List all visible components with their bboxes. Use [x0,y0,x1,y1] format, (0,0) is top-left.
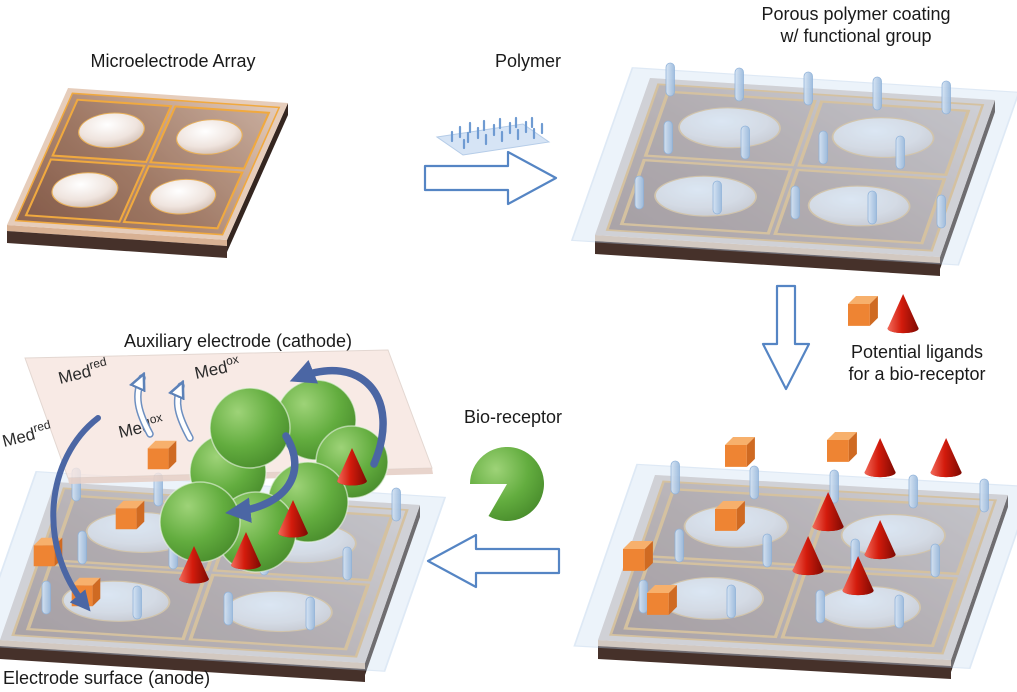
porous-coating-panel: Porous polymer coating w/ functional gro… [571,4,1017,276]
process-arrow-right [423,150,558,206]
porous-coating-label-line1: Porous polymer coating [761,4,950,24]
mediator-flux-arrow [225,432,299,523]
bio-receptor-icon [469,446,544,521]
microelectrode-array-board [5,86,290,242]
biosensor-assembly-panel: Auxiliary electrode (cathode) Medred Med… [0,331,446,688]
mediator-red-label: Medred [0,417,54,451]
board-edge [598,646,951,679]
board-edge [0,646,365,682]
board-edge [595,241,940,276]
ligand-cube-icon [848,296,878,326]
ligand-cube [115,500,145,530]
ligand-triangle [864,438,896,478]
bio-receptor-cluster [159,379,389,573]
bio-receptor-molecule [209,387,291,469]
ligand-step: Potential ligands for a bio-receptor [761,284,986,391]
ligand-cube [715,501,745,531]
bio-receptor-molecule [159,481,241,563]
auxiliary-electrode-label: Auxiliary electrode (cathode) [124,331,352,351]
process-arrow-left [426,533,561,589]
polymer-sheet-icon [435,116,551,156]
bio-receptor-label: Bio-receptor [464,407,562,427]
potential-ligands-label-line2: for a bio-receptor [848,364,985,384]
polymer-step: Polymer [423,51,561,206]
ligand-triangle [930,438,962,478]
ligand-immobilized-panel [573,432,1017,679]
electrode-surface-label: Electrode surface (anode) [3,668,210,688]
mediator-flux-arrow [50,415,101,612]
polymer-bristles [450,116,544,150]
board-rim [7,225,227,246]
board-side [227,103,288,252]
mediator-return-arrows [138,378,194,442]
potential-ligands-label-line1: Potential ligands [851,342,983,362]
microelectrode-array-label: Microelectrode Array [90,51,255,71]
bio-receptor-step: Bio-receptor [426,407,562,589]
ligand-triangle-icon [887,294,919,334]
mediator-labels: Medred Medox Medred Medox [0,352,240,451]
microelectrode-array-panel: Microelectrode Array [5,51,290,258]
ligand-cube [647,585,677,615]
process-arrow-down [761,284,811,391]
mediator-flux-arrow [289,359,387,468]
polymer-label: Polymer [495,51,561,71]
porous-coating-label-line2: w/ functional group [779,26,931,46]
ligand-cube [827,432,857,462]
ligand-cube [725,437,755,467]
ligand-cube [623,541,653,571]
board-edge [7,231,227,258]
mediator-flux-arrows [50,359,387,612]
mediator-red-label: Medred [56,354,110,388]
ligand-cube [147,440,177,470]
